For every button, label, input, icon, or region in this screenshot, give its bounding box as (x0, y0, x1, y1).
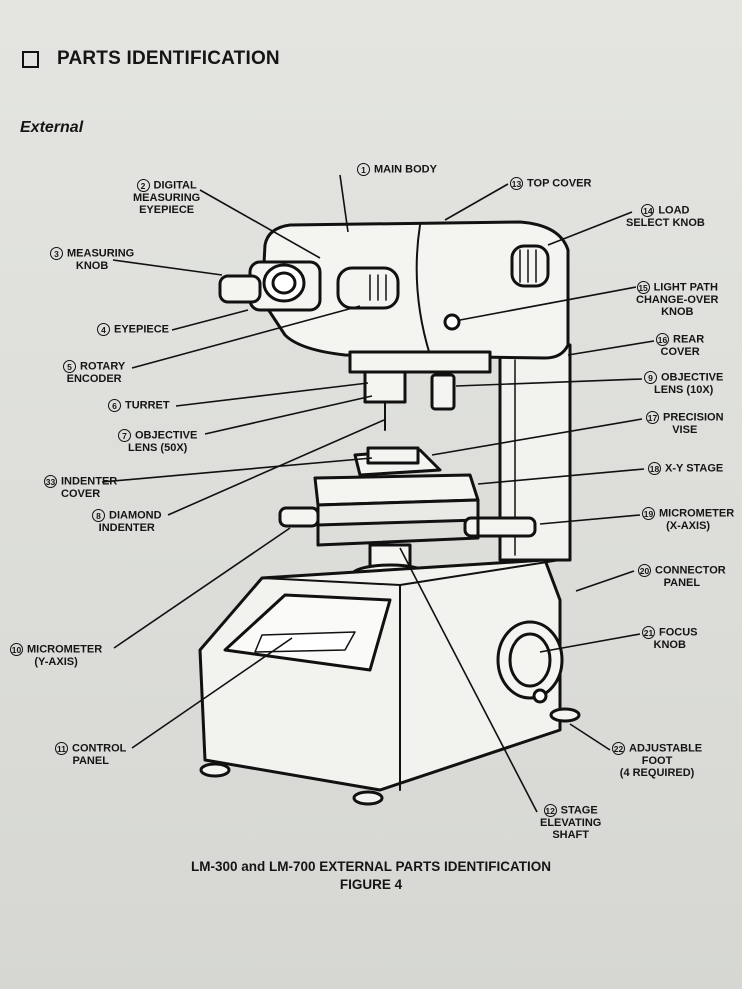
section-title: PARTS IDENTIFICATION (57, 48, 280, 69)
figure-caption-number: FIGURE 4 (339, 877, 403, 892)
checkbox-icon (22, 50, 39, 68)
subsection-title: External (20, 119, 84, 136)
figure-caption-title: LM-300 and LM-700 EXTERNAL PARTS IDENTIF… (190, 859, 552, 874)
section-heading: PARTS IDENTIFICATION (22, 48, 280, 70)
